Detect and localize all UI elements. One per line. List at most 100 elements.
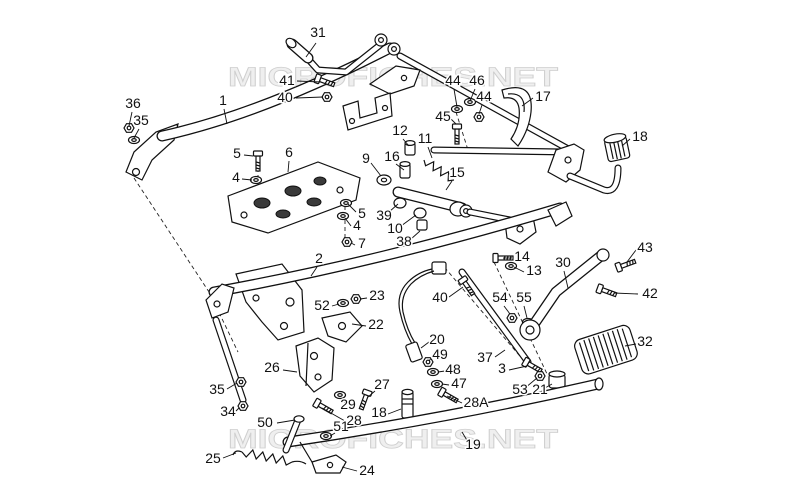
wire-connector: [431, 261, 447, 275]
mounting-plate: [227, 150, 361, 247]
footrest-bracket: [547, 143, 585, 183]
pedal-rubber-pad: [574, 324, 638, 375]
callout-leader-line: [276, 419, 296, 424]
part-number-label: 35: [209, 381, 225, 397]
part-number-label: 4: [353, 217, 361, 233]
lower-tube-assembly: [232, 377, 604, 474]
callout-leader-line: [427, 146, 433, 159]
washer: [463, 97, 477, 107]
part-number-label: 32: [637, 333, 653, 349]
part-number-label: 1: [219, 92, 227, 108]
callout-leader-line: [428, 356, 433, 362]
linkage-washer-hole: [380, 177, 388, 183]
callout-leader-line: [367, 390, 376, 398]
part-number-label: 18: [632, 128, 648, 144]
part-number-label: 25: [205, 450, 221, 466]
part-number-label: 18: [371, 404, 387, 420]
cross-bar-fill: [431, 147, 569, 155]
lever-eye: [596, 248, 610, 262]
plate-hole: [240, 211, 248, 219]
callout-leader-line: [296, 80, 322, 83]
part-number-label: 27: [374, 376, 390, 392]
plate-hole: [400, 74, 408, 82]
stop-knob-top: [548, 370, 566, 378]
rail-fill: [397, 53, 573, 153]
part-number-label: 44: [476, 88, 492, 104]
callout-leader-line: [446, 395, 463, 404]
part-number-label: 54: [492, 289, 508, 305]
passenger-peg-assembly: [285, 33, 401, 102]
part-number-label: 48: [445, 361, 461, 377]
clamp-eye-hole: [391, 45, 398, 52]
washer: [430, 379, 444, 389]
part-number-label: 42: [642, 285, 658, 301]
callout-leader-line: [133, 128, 140, 139]
part-number-label: 41: [279, 72, 295, 88]
hex-nut: [534, 371, 546, 381]
hex-nut: [235, 377, 247, 387]
switch-wire: [401, 270, 435, 344]
rod-fill: [459, 269, 531, 365]
part-number-label: 24: [359, 462, 375, 478]
upper-right-rail: [368, 52, 574, 154]
spring-anchor-bracket: [311, 454, 347, 474]
callout-leader-line: [331, 303, 340, 307]
sensor-body: [401, 391, 414, 419]
bushing: [413, 207, 427, 219]
part-number-label: 35: [133, 112, 149, 128]
callout-leader-line: [445, 180, 453, 191]
tube-end-cap: [594, 377, 604, 391]
callout-leader-line: [453, 88, 458, 108]
callout-leader-line: [621, 138, 631, 147]
footpeg-rib: [613, 142, 618, 160]
callout-leader-line: [287, 160, 290, 173]
lever-hub: [519, 319, 541, 341]
washer: [249, 175, 263, 185]
pivot-hole: [337, 321, 347, 331]
switch-body: [405, 341, 423, 363]
washer: [319, 431, 333, 441]
callout-leader-line: [523, 305, 528, 319]
bolt: [451, 123, 463, 145]
part-number-label: 44: [445, 72, 461, 88]
mount-hole: [131, 167, 141, 177]
callout-leader-line: [524, 377, 538, 389]
clamp-hole: [348, 117, 356, 125]
part-number-label: 12: [392, 122, 408, 138]
linkage-assembly: [376, 140, 473, 231]
plate-slot: [275, 209, 291, 219]
callout-leader-line: [223, 108, 228, 125]
heel-guard: [450, 87, 532, 147]
part-number-label: 29: [340, 396, 356, 412]
bracket-hole: [309, 351, 319, 361]
callout-leader-line: [626, 249, 637, 263]
part-number-label: 40: [432, 289, 448, 305]
callout-leader-line: [400, 214, 417, 227]
bracket-hole: [516, 225, 524, 233]
footrest-arm-fill: [567, 165, 621, 193]
callout-leader-line: [521, 97, 534, 107]
lever-hub-hole: [525, 325, 535, 335]
part-number-label: 20: [429, 331, 445, 347]
plate-body: [227, 161, 361, 234]
part-number-label: 16: [384, 148, 400, 164]
pad-rib: [611, 330, 623, 362]
clamp-eye-hole: [378, 36, 385, 43]
part-number-label: 40: [277, 89, 293, 105]
part-number-label: 14: [514, 248, 530, 264]
plate-slot: [284, 185, 302, 197]
clamp-eye: [387, 42, 401, 56]
part-number-label: 19: [465, 436, 481, 452]
callout-leader-line: [478, 104, 483, 115]
pivot-pin-fill: [283, 417, 301, 453]
part-number-label: 51: [333, 418, 349, 434]
pad-rib: [588, 338, 600, 370]
callout-leader-line: [295, 96, 324, 99]
callout-leader-line: [513, 266, 525, 273]
pad-rib: [578, 342, 590, 372]
callout-leader-line: [235, 407, 240, 412]
bracket-hole: [564, 156, 572, 164]
pad-rib: [616, 329, 628, 360]
hex-nut: [341, 237, 353, 247]
hex-nut: [321, 92, 333, 102]
